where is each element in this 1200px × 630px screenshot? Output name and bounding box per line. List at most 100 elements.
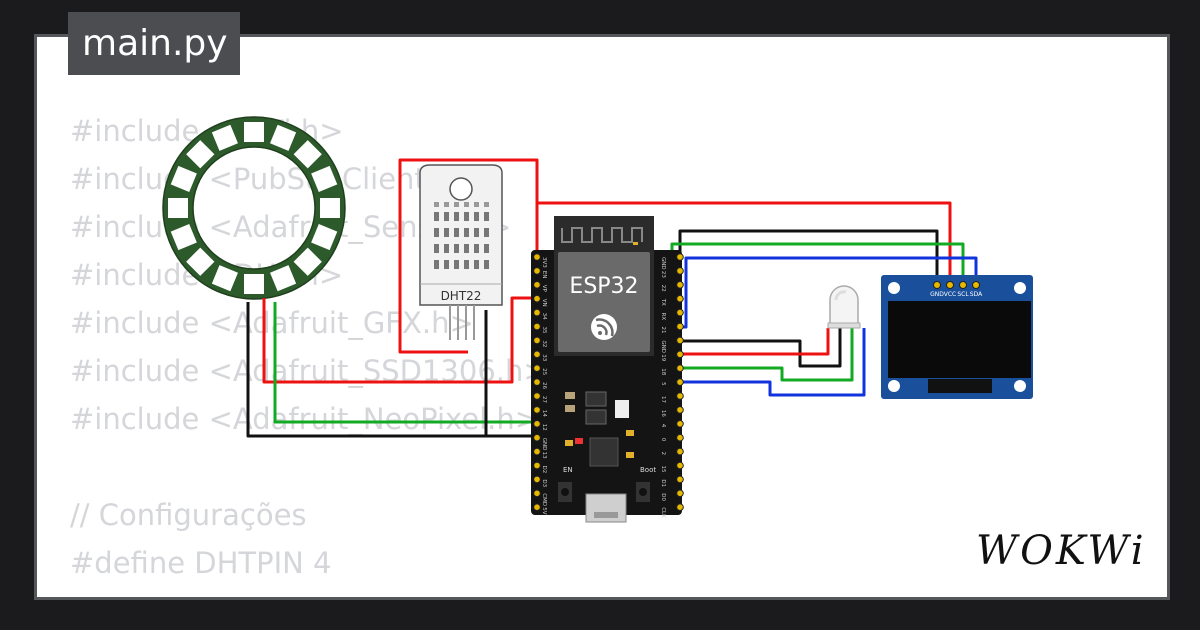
esp32-pin[interactable] bbox=[533, 294, 541, 303]
esp32-pin[interactable] bbox=[676, 281, 684, 289]
esp32-pin[interactable] bbox=[533, 433, 541, 442]
oled-pin[interactable] bbox=[959, 281, 967, 289]
esp32-pin[interactable] bbox=[676, 267, 684, 275]
esp32-pin-label: 16 bbox=[660, 410, 666, 417]
rgb-led[interactable] bbox=[827, 285, 861, 329]
esp32-pin-label: 34 bbox=[541, 313, 547, 320]
wire-black-led bbox=[680, 328, 842, 368]
dht-vent bbox=[464, 260, 469, 269]
oled-pin-label: SDA bbox=[970, 291, 983, 298]
esp32-pin[interactable] bbox=[533, 336, 541, 345]
esp32-pin[interactable] bbox=[676, 433, 684, 442]
esp32-pin[interactable] bbox=[533, 420, 541, 428]
code-line: #include <Adafruit_GFX.h> bbox=[70, 306, 474, 340]
esp32-pin-label: 12 bbox=[541, 424, 547, 431]
esp32-pin-label: VP bbox=[541, 285, 547, 293]
esp32-pin[interactable] bbox=[676, 322, 684, 331]
esp32-pin-label: 21 bbox=[660, 327, 666, 334]
esp32-pin-label: 22 bbox=[660, 285, 666, 292]
esp32-pin-label: 35 bbox=[541, 327, 547, 334]
esp32-pin[interactable] bbox=[676, 420, 684, 428]
dht-vent bbox=[484, 212, 489, 221]
esp32-board[interactable]: ESP32 EN Boot 3V3ENVPVN34353233252627141… bbox=[531, 216, 684, 523]
dht-vent bbox=[464, 244, 469, 253]
dht-vent bbox=[434, 260, 439, 269]
wire-green-ring bbox=[273, 302, 537, 424]
esp32-pin[interactable] bbox=[676, 253, 684, 261]
dht-vent bbox=[434, 202, 439, 207]
en-label: EN bbox=[563, 466, 573, 474]
esp32-pin[interactable] bbox=[533, 364, 541, 373]
neopixel-led bbox=[168, 198, 188, 218]
oled-pin-label: VCC bbox=[944, 291, 956, 298]
wire-black-dht bbox=[484, 310, 537, 438]
neopixel-led bbox=[211, 124, 238, 151]
esp32-pin[interactable] bbox=[676, 503, 684, 512]
dht-vent bbox=[464, 202, 469, 207]
esp32-pin[interactable] bbox=[533, 378, 541, 386]
esp32-pin-label: 2 bbox=[660, 452, 666, 456]
dht-vent bbox=[444, 212, 449, 221]
code-line: #define DHTPIN 4 bbox=[70, 546, 332, 580]
esp32-pin[interactable] bbox=[533, 392, 541, 400]
esp32-pin[interactable] bbox=[533, 406, 541, 414]
oled-pin[interactable] bbox=[972, 281, 980, 289]
oled-pin-label: GND bbox=[930, 291, 944, 298]
esp32-pin[interactable] bbox=[533, 461, 541, 470]
esp32-pin-label: 0 bbox=[660, 438, 666, 442]
dht-vent bbox=[474, 228, 479, 237]
esp32-pin-label: GND bbox=[660, 340, 666, 353]
espressif-logo-icon bbox=[591, 314, 617, 340]
dht-vent bbox=[444, 260, 449, 269]
esp32-pin[interactable] bbox=[533, 281, 541, 289]
dht-vent bbox=[484, 202, 489, 207]
esp32-pin[interactable] bbox=[676, 447, 684, 456]
neopixel-ring[interactable] bbox=[162, 116, 346, 300]
esp32-pin[interactable] bbox=[533, 489, 541, 498]
esp32-pin[interactable] bbox=[533, 475, 541, 484]
esp32-pin[interactable] bbox=[676, 294, 684, 303]
dht-vent bbox=[464, 212, 469, 221]
esp32-pin[interactable] bbox=[676, 336, 684, 345]
neopixel-led bbox=[244, 274, 264, 294]
neopixel-led bbox=[270, 265, 297, 292]
esp32-pin[interactable] bbox=[676, 378, 684, 386]
dht-vent bbox=[474, 212, 479, 221]
esp32-pin[interactable] bbox=[533, 322, 541, 331]
esp32-pin-label: CLK bbox=[660, 507, 666, 518]
dht22-sensor[interactable]: DHT22 bbox=[419, 164, 503, 340]
oled-pin-label: SCL bbox=[957, 291, 969, 298]
oled-pin[interactable] bbox=[946, 281, 954, 289]
esp32-pin[interactable] bbox=[676, 461, 684, 470]
esp32-pin-label: 26 bbox=[541, 382, 547, 389]
dht-vent bbox=[454, 202, 459, 207]
esp32-pin[interactable] bbox=[676, 406, 684, 414]
esp32-pin-label: 25 bbox=[541, 368, 547, 375]
esp32-pin[interactable] bbox=[676, 475, 684, 484]
esp32-pin[interactable] bbox=[533, 350, 541, 359]
esp32-pin[interactable] bbox=[533, 503, 541, 512]
esp32-pin-label: 4 bbox=[660, 424, 666, 428]
esp32-pin[interactable] bbox=[676, 364, 684, 373]
dht-vent bbox=[484, 228, 489, 237]
neopixel-led bbox=[170, 224, 197, 251]
esp32-pin[interactable] bbox=[533, 253, 541, 261]
esp32-pin[interactable] bbox=[676, 350, 684, 359]
dht-vent bbox=[484, 260, 489, 269]
neopixel-led bbox=[320, 198, 340, 218]
esp32-pin[interactable] bbox=[676, 308, 684, 317]
esp32-pin[interactable] bbox=[533, 447, 541, 456]
esp32-pin[interactable] bbox=[533, 267, 541, 275]
file-tab[interactable]: main.py bbox=[68, 12, 240, 75]
esp32-pin[interactable] bbox=[533, 308, 541, 317]
esp32-pin[interactable] bbox=[676, 392, 684, 400]
esp32-pin-label: D3 bbox=[541, 479, 547, 487]
dht-vent bbox=[484, 244, 489, 253]
neopixel-led bbox=[270, 124, 297, 151]
dht-vent bbox=[454, 212, 459, 221]
oled-pin[interactable] bbox=[933, 281, 941, 289]
esp32-pin-label: 33 bbox=[541, 354, 547, 361]
esp32-pin[interactable] bbox=[676, 489, 684, 498]
esp32-pin-label: D0 bbox=[660, 493, 666, 501]
